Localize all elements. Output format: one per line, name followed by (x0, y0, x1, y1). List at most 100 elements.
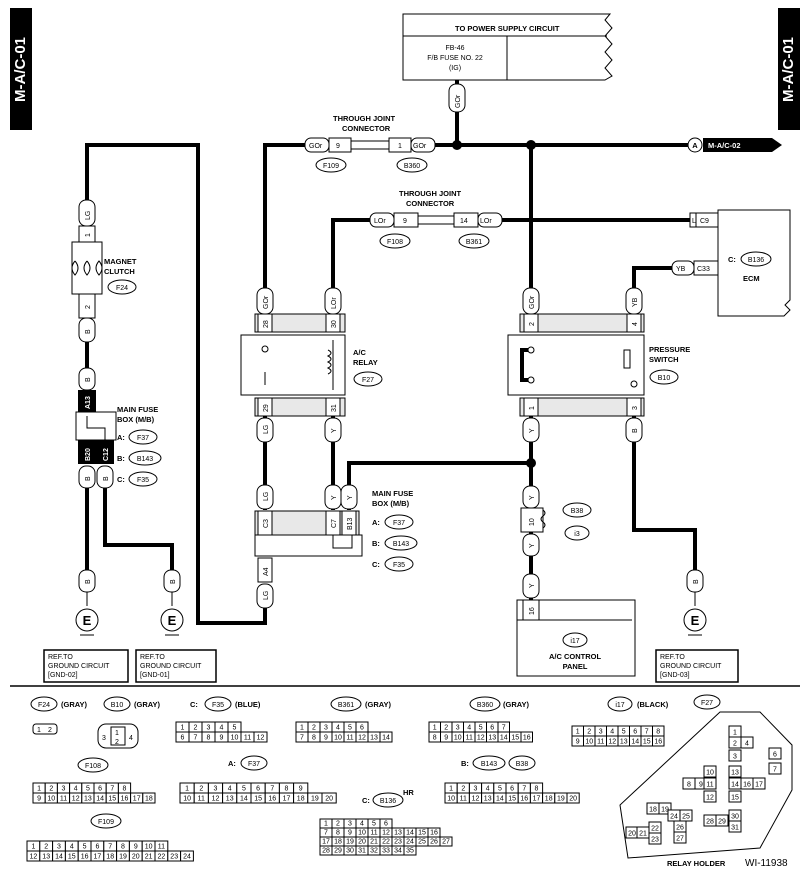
joint-connector-2: THROUGH JOINT CONNECTOR LOr 9 14 LOr F10… (369, 189, 503, 249)
legend-b10-pin3: 3 (102, 735, 106, 742)
pswitch-wire-bl: Y (529, 428, 536, 433)
legend-b136-pin-33: 33 (382, 848, 390, 855)
fuse1-a-conn: F37 (137, 435, 149, 442)
legend-b360-pin-7: 7 (502, 725, 506, 732)
relay-pin-br: 31 (331, 404, 338, 412)
legend-f37-pin-4: 4 (228, 786, 232, 793)
legend-relay-holder-cell-14: 14 (731, 782, 739, 789)
legend-f37-pin-2: 2 (199, 786, 203, 793)
legend-relay-holder-cell-3: 3 (733, 754, 737, 761)
legend-f35-pin-2: 2 (194, 725, 198, 732)
gnd2-ref2: GROUND CIRCUIT (140, 663, 202, 670)
fuse2-wire-lg2: LG (263, 591, 270, 600)
legend-f108-pin-3: 3 (62, 786, 66, 793)
legend-i17-pin-15: 15 (643, 739, 651, 746)
legend-relay-holder-cell-27: 27 (676, 836, 684, 843)
legend-f109-pin-18: 18 (106, 854, 114, 861)
legend-relay-holder-cell-17: 17 (755, 782, 763, 789)
pswitch-title1: PRESSURE (649, 345, 690, 354)
legend-f108-pin-10: 10 (47, 796, 55, 803)
legend-f109-pin-14: 14 (55, 854, 63, 861)
legend-f35-pin-11: 11 (244, 735, 251, 742)
clutch-pin1: 1 (85, 233, 92, 237)
legend-b361-color: (GRAY) (365, 700, 391, 709)
ground-3: B E REF.TO GROUND CIRCUIT [GND-03] (655, 569, 739, 683)
legend-b10-pin4: 4 (129, 735, 133, 742)
legend-f35-pin-4: 4 (220, 725, 224, 732)
legend-f109-pin-20: 20 (132, 854, 140, 861)
legend-f37-pin-5: 5 (242, 786, 246, 793)
legend-i17-conn: i17 (615, 702, 624, 709)
legend-f37-pin-19: 19 (311, 796, 319, 803)
legend-f37-pin-13: 13 (226, 796, 234, 803)
fuse2-title2: BOX (M/B) (372, 499, 410, 508)
legend-i17-pin-12: 12 (608, 739, 616, 746)
legend-relay-holder-cell-19: 19 (661, 807, 669, 814)
legend-b143-pin-6: 6 (510, 786, 514, 793)
legend-b136-pin-19: 19 (346, 839, 354, 846)
panel-title2: PANEL (563, 662, 588, 671)
legend-b136-pin-21: 21 (370, 839, 378, 846)
legend-f24-color: (GRAY) (61, 700, 87, 709)
gnd2-letter: E (168, 613, 177, 628)
fuse1-wire-b2: B (103, 476, 110, 481)
legend-f37-pin-15: 15 (254, 796, 262, 803)
legend-b136-pin-9: 9 (348, 830, 352, 837)
legend-b143-pin-15: 15 (508, 796, 516, 803)
fuse1-title2: BOX (M/B) (117, 415, 155, 424)
legend-i17-pin-6: 6 (633, 729, 637, 736)
legend-i17-pin-14: 14 (631, 739, 639, 746)
legend-b10-conn: B10 (111, 702, 124, 709)
legend-b136-pin-24: 24 (406, 839, 414, 846)
legend-relay-holder-cell-1: 1 (733, 730, 737, 737)
fuse1-b: B: (117, 454, 125, 463)
legend-f108-pin-4: 4 (74, 786, 78, 793)
b38-wire-t: Y (529, 495, 536, 500)
legend-relay-holder-cell-6: 6 (773, 752, 777, 759)
legend-f109-pin-8: 8 (121, 844, 125, 851)
legend-b361-pin-13: 13 (370, 735, 378, 742)
pswitch-wire-tl: GOr (529, 295, 536, 309)
legend-i17-pin-4: 4 (610, 729, 614, 736)
joint1-title2: CONNECTOR (342, 124, 391, 133)
legend-b143-pin-19: 19 (557, 796, 565, 803)
relay-wire-br: Y (331, 428, 338, 433)
legend-f109-pin-17: 17 (94, 854, 102, 861)
legend-f108-pin-1: 1 (37, 786, 41, 793)
joint1-wire-r: GOr (413, 143, 427, 150)
legend-b10-pin1: 1 (115, 730, 119, 737)
ecm-pin1: C9 (700, 218, 709, 225)
legend-relay-holder-cell-29: 29 (718, 819, 726, 826)
relay-pin-bl: 29 (263, 404, 270, 412)
legend-relay-holder-cell-20: 20 (628, 831, 636, 838)
legend-i17-pin-9: 9 (576, 739, 580, 746)
legend-f37-pin-18: 18 (297, 796, 305, 803)
relay-wire-tr: LOr (331, 297, 338, 309)
legend-b143-pin-16: 16 (520, 796, 528, 803)
legend-b361-pin-1: 1 (300, 725, 304, 732)
legend-f108-pin-11: 11 (60, 796, 67, 803)
legend-b143-pin-1: 1 (449, 786, 453, 793)
legend-f37-pin-17: 17 (283, 796, 291, 803)
legend-f35-color: (BLUE) (235, 700, 261, 709)
legend-f108-pin-8: 8 (123, 786, 127, 793)
legend-i17-pin-3: 3 (599, 729, 603, 736)
legend-b136-pin-29: 29 (334, 848, 342, 855)
legend-b136-pin-15: 15 (418, 830, 426, 837)
ecm-wire2: YB (676, 266, 686, 273)
legend-relay-holder-cell-28: 28 (706, 819, 714, 826)
power-title: TO POWER SUPPLY CIRCUIT (455, 24, 560, 33)
fuse2-pin-a4: A4 (263, 567, 270, 576)
legend-b360-pin-15: 15 (511, 735, 519, 742)
gnd1-letter: E (83, 613, 92, 628)
legend-b360-pin-13: 13 (488, 735, 496, 742)
joint1-conn-l: F109 (323, 163, 339, 170)
legend-b360-conn: B360 (477, 702, 493, 709)
legend-b38-conn: B38 (516, 761, 529, 768)
legend-f37-pin-6: 6 (256, 786, 260, 793)
ecm-c: C: (728, 255, 736, 264)
legend-f108-pin-13: 13 (84, 796, 92, 803)
panel-conn: i17 (570, 638, 579, 645)
legend-b136-pin-31: 31 (358, 848, 366, 855)
fuse2-pin-c3: C3 (263, 519, 270, 528)
